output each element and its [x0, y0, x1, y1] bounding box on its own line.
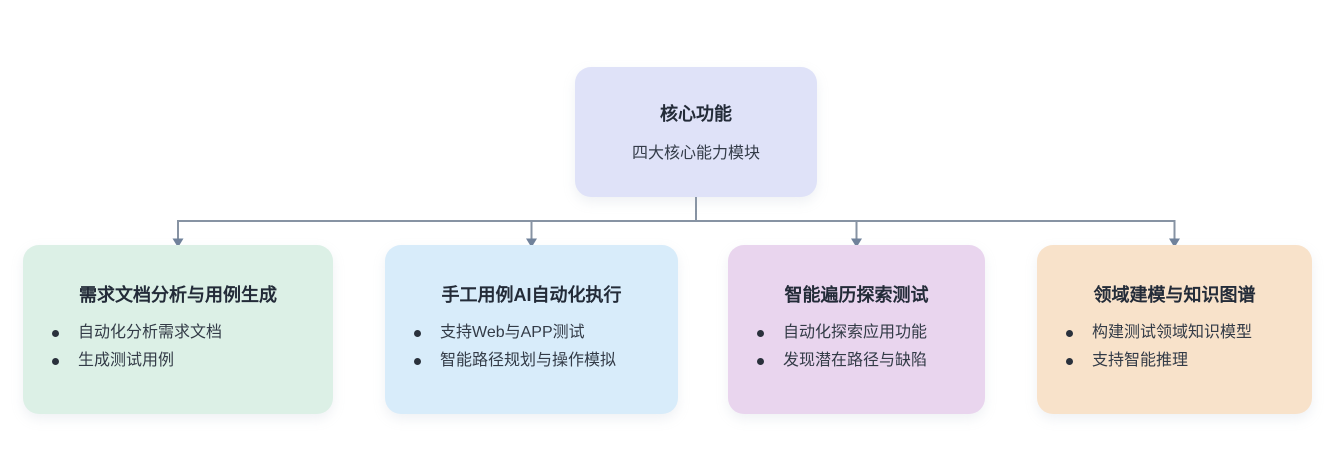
card-bullet-list: 构建测试领域知识模型 支持智能推理 — [1037, 319, 1312, 375]
root-node-subtitle: 四大核心能力模块 — [631, 145, 760, 162]
card-bullet-list: 自动化分析需求文档 生成测试用例 — [23, 319, 333, 375]
card-title: 智能遍历探索测试 — [784, 285, 929, 305]
card-intelligent-traversal-testing: 智能遍历探索测试 自动化探索应用功能 发现潜在路径与缺陷 — [728, 245, 985, 414]
card-bullet: 生成测试用例 — [23, 347, 333, 375]
card-requirement-analysis: 需求文档分析与用例生成 自动化分析需求文档 生成测试用例 — [23, 245, 333, 414]
root-node-title: 核心功能 — [660, 104, 732, 124]
connector-tree-path — [177, 196, 1176, 240]
card-bullet-list: 自动化探索应用功能 发现潜在路径与缺陷 — [728, 319, 985, 375]
card-bullet: 支持Web与APP测试 — [385, 319, 678, 347]
card-manual-case-ai-execution: 手工用例AI自动化执行 支持Web与APP测试 智能路径规划与操作模拟 — [385, 245, 678, 414]
card-bullet-list: 支持Web与APP测试 智能路径规划与操作模拟 — [385, 319, 678, 375]
card-domain-modeling-knowledge-graph: 领域建模与知识图谱 构建测试领域知识模型 支持智能推理 — [1037, 245, 1312, 414]
card-title: 手工用例AI自动化执行 — [441, 285, 622, 305]
card-title: 领域建模与知识图谱 — [1093, 285, 1256, 305]
card-bullet: 发现潜在路径与缺陷 — [728, 347, 985, 375]
root-node-core-functions: 核心功能 四大核心能力模块 — [575, 67, 817, 197]
card-bullet: 自动化分析需求文档 — [23, 319, 333, 347]
card-bullet: 智能路径规划与操作模拟 — [385, 347, 678, 375]
card-title: 需求文档分析与用例生成 — [79, 285, 277, 305]
card-bullet: 支持智能推理 — [1037, 347, 1312, 375]
card-bullet: 构建测试领域知识模型 — [1037, 319, 1312, 347]
card-bullet: 自动化探索应用功能 — [728, 319, 985, 347]
